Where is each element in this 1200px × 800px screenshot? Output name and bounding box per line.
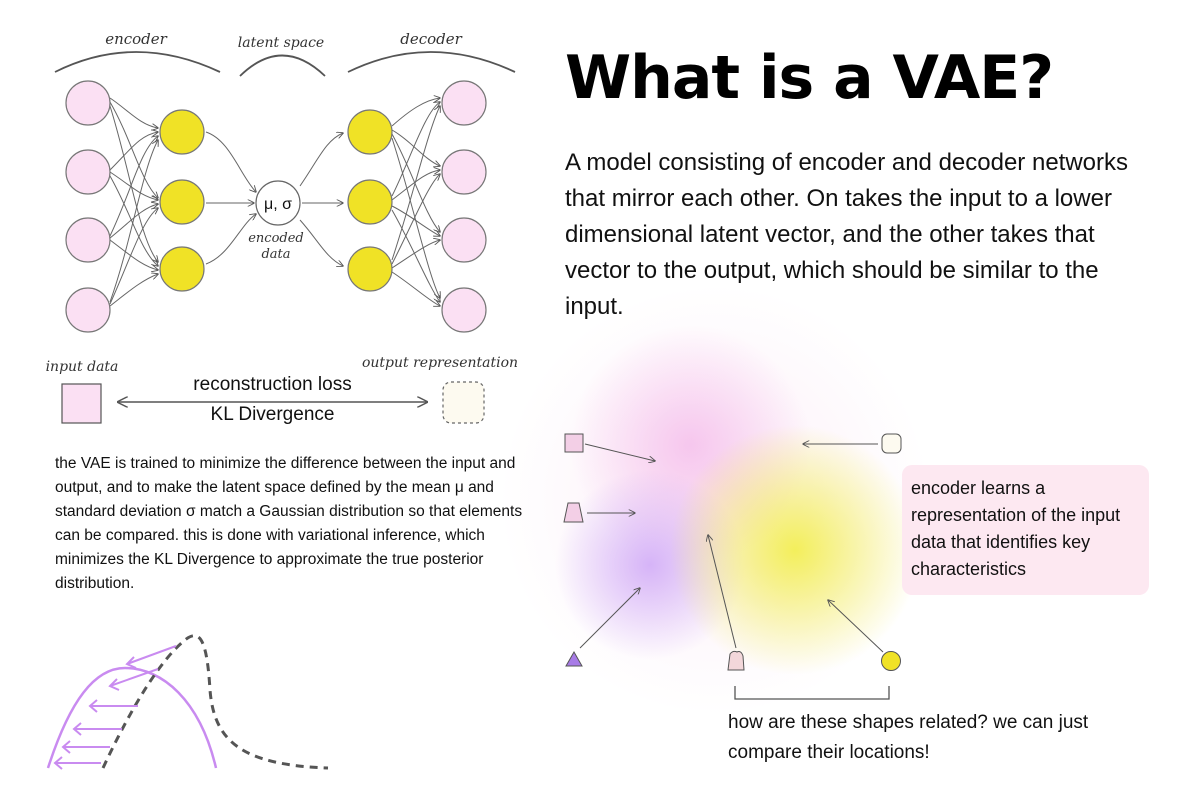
input-data-label: input data xyxy=(46,359,119,375)
latent-node-label: μ, σ xyxy=(264,196,292,213)
data-label: data xyxy=(261,247,290,262)
rounded-square-shape xyxy=(881,433,902,454)
page-title: What is a VAE? xyxy=(565,43,1054,113)
gaussian-curve xyxy=(46,666,218,769)
input-data-square xyxy=(61,383,102,424)
output-layer xyxy=(441,80,487,333)
output-node xyxy=(441,149,487,195)
comparison-question: how are these shapes related? we can jus… xyxy=(728,712,1089,763)
latent-shapes xyxy=(563,433,902,700)
latent-space-illustration xyxy=(500,285,930,715)
output-representation-square xyxy=(442,381,485,424)
latent-space-label: latent space xyxy=(238,35,324,51)
kl-arrow xyxy=(126,645,177,665)
section-brackets xyxy=(54,51,516,77)
yellow-circle-shape xyxy=(881,651,901,671)
encoder-hidden-layer xyxy=(159,109,205,292)
yellow-blob xyxy=(670,425,920,675)
encoder-label: encoder xyxy=(105,30,167,48)
encoded-label: encoded xyxy=(248,231,304,246)
output-node xyxy=(441,80,487,126)
decoder-label: decoder xyxy=(400,30,462,48)
kl-divergence-label: KL Divergence xyxy=(210,404,335,425)
hidden-node xyxy=(347,109,393,155)
hidden-node xyxy=(159,246,205,292)
decoder-hidden-layer xyxy=(347,109,393,292)
input-node xyxy=(65,217,111,263)
training-description: the VAE is trained to minimize the diffe… xyxy=(55,455,523,592)
encoder-note: encoder learns a representation of the i… xyxy=(902,465,1149,595)
rounded-trapezoid-shape xyxy=(727,650,745,671)
output-node xyxy=(441,287,487,333)
square-shape xyxy=(564,433,584,453)
input-layer xyxy=(65,80,111,333)
input-node xyxy=(65,80,111,126)
intro-text: A model consisting of encoder and decode… xyxy=(565,149,1129,320)
triangle-shape xyxy=(565,650,583,667)
comparison-bracket xyxy=(734,686,890,700)
kl-arrow xyxy=(109,668,159,687)
hidden-node xyxy=(347,246,393,292)
output-representation-label: output representation xyxy=(362,355,518,371)
trapezoid-shape xyxy=(563,502,584,523)
reconstruction-loss-label: reconstruction loss xyxy=(193,374,352,395)
network-connections xyxy=(109,98,440,306)
hidden-node xyxy=(159,179,205,225)
latent-node xyxy=(255,180,301,226)
hidden-node xyxy=(347,179,393,225)
output-node xyxy=(441,217,487,263)
posterior-curve xyxy=(101,634,329,770)
input-node xyxy=(65,149,111,195)
input-node xyxy=(65,287,111,333)
hidden-node xyxy=(159,109,205,155)
distribution-curves xyxy=(46,634,329,770)
